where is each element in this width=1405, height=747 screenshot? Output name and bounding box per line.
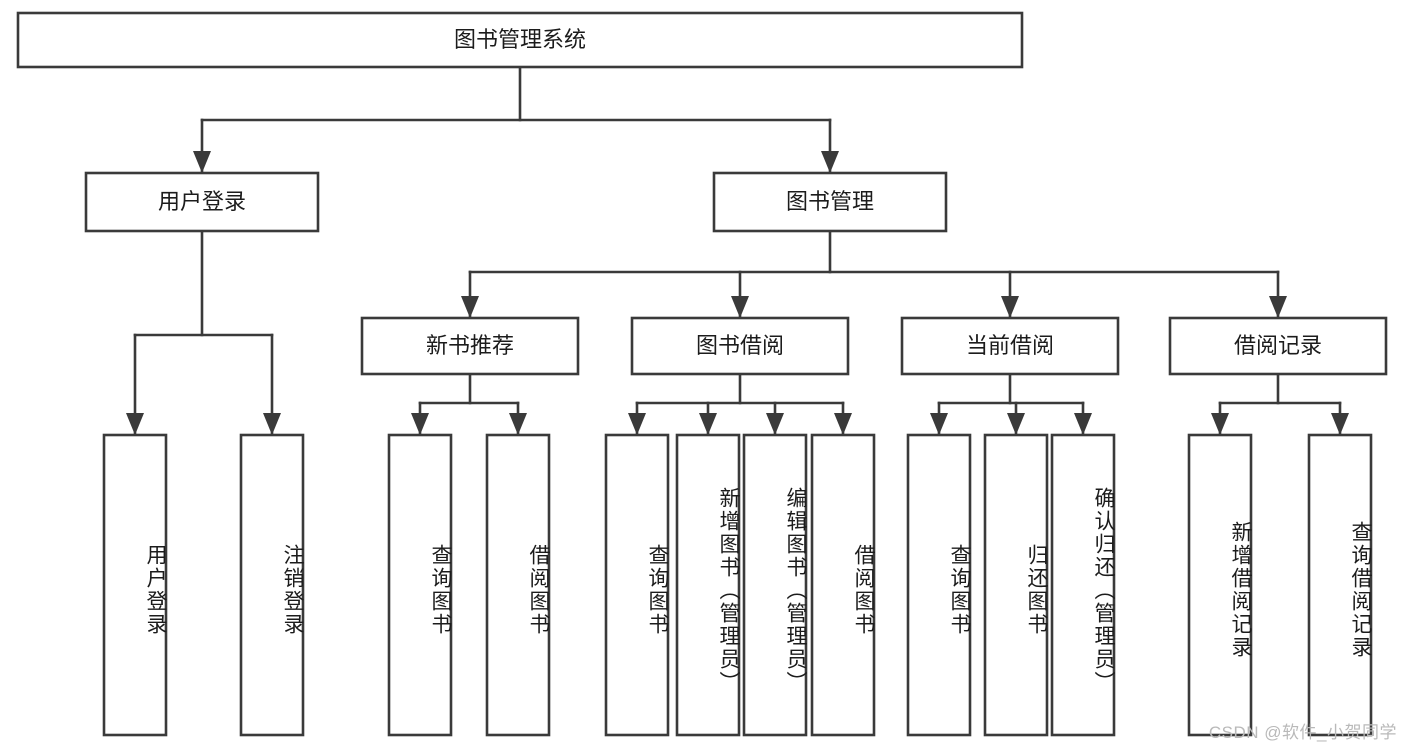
arrow-head-leaf-add-book: [699, 413, 717, 435]
node-box-leaf-user-logout[interactable]: [239, 433, 305, 737]
arrow-head-leaf-return-book: [1007, 413, 1025, 435]
node-box-leaf-add-record[interactable]: [1187, 433, 1253, 737]
node-box-leaf-query-book-3[interactable]: [906, 433, 972, 737]
arrow-head-leaf-query-book-2: [628, 413, 646, 435]
node-box-root[interactable]: [16, 11, 1024, 69]
node-box-leaf-borrow-book-2[interactable]: [810, 433, 876, 737]
node-box-leaf-user-login[interactable]: [102, 433, 168, 737]
arrow-head-book-manage: [821, 151, 839, 173]
arrow-head-leaf-user-logout: [263, 413, 281, 435]
arrow-head-leaf-edit-book: [766, 413, 784, 435]
arrow-head-leaf-query-record: [1331, 413, 1349, 435]
arrow-head-user-login: [193, 151, 211, 173]
node-box-book-manage[interactable]: [712, 171, 948, 233]
arrow-head-leaf-user-login: [126, 413, 144, 435]
node-box-leaf-return-book[interactable]: [983, 433, 1049, 737]
arrow-head-leaf-query-book-1: [411, 413, 429, 435]
arrow-head-leaf-confirm-return: [1074, 413, 1092, 435]
arrow-head-leaf-add-record: [1211, 413, 1229, 435]
watermark: CSDN @软件_小贺同学: [1208, 723, 1397, 742]
node-box-leaf-edit-book[interactable]: [742, 433, 808, 737]
node-box-leaf-query-record[interactable]: [1307, 433, 1373, 737]
node-box-layer: [16, 11, 1388, 737]
node-box-leaf-add-book[interactable]: [675, 433, 741, 737]
node-box-leaf-borrow-book-1[interactable]: [485, 433, 551, 737]
arrow-head-leaf-borrow-book-1: [509, 413, 527, 435]
node-box-leaf-query-book-2[interactable]: [604, 433, 670, 737]
arrow-head-borrow-record: [1269, 296, 1287, 318]
node-box-leaf-confirm-return[interactable]: [1050, 433, 1116, 737]
node-box-leaf-query-book-1[interactable]: [387, 433, 453, 737]
arrow-head-book-borrow: [731, 296, 749, 318]
node-box-new-book-recommend[interactable]: [360, 316, 580, 376]
arrow-head-new-book-recommend: [461, 296, 479, 318]
connector-layer: [126, 65, 1349, 436]
arrow-head-leaf-query-book-3: [930, 413, 948, 435]
node-box-user-login[interactable]: [84, 171, 320, 233]
arrow-head-leaf-borrow-book-2: [834, 413, 852, 435]
node-box-borrow-record[interactable]: [1168, 316, 1388, 376]
arrow-head-current-borrow: [1001, 296, 1019, 318]
node-box-current-borrow[interactable]: [900, 316, 1120, 376]
node-box-book-borrow[interactable]: [630, 316, 850, 376]
